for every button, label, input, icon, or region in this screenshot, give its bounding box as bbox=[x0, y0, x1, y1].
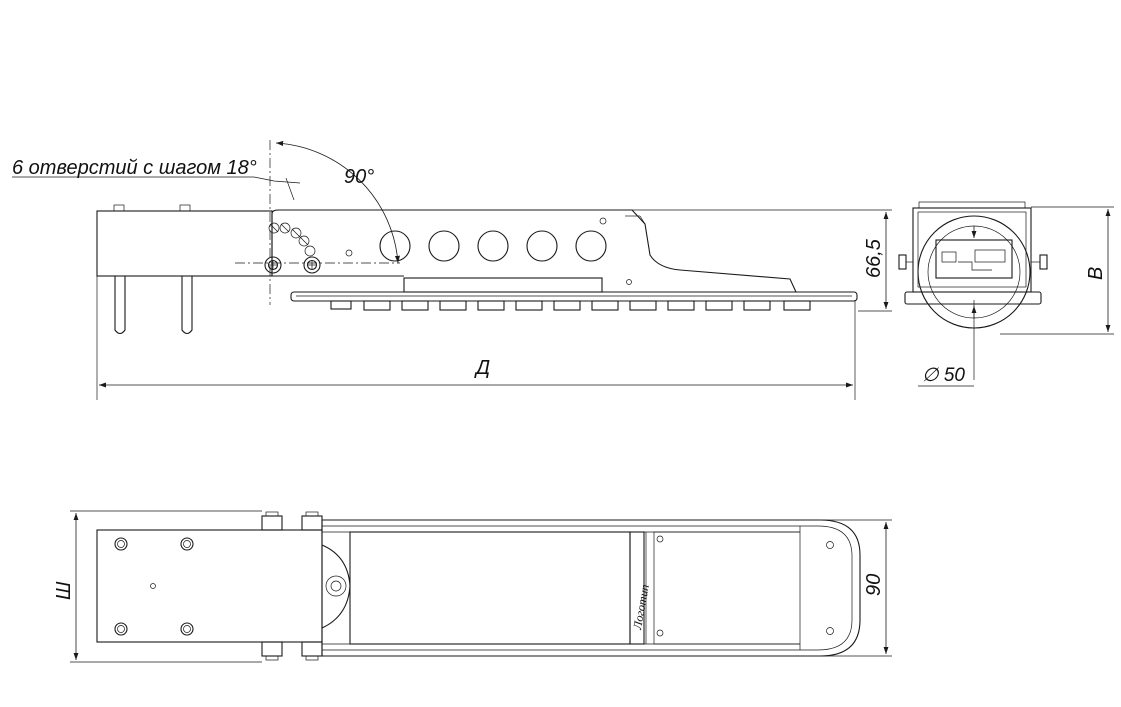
angle-label: 90° bbox=[344, 166, 374, 188]
logo-strip bbox=[629, 531, 645, 645]
end-view: ∅ 50 В bbox=[898, 201, 1114, 387]
length-label: Д bbox=[474, 357, 490, 379]
end-housing bbox=[912, 207, 1032, 293]
bracket-box bbox=[96, 210, 273, 277]
width-top-label: Ш bbox=[53, 581, 75, 600]
logo-label: Логотип bbox=[630, 583, 652, 631]
body-outline bbox=[321, 519, 861, 657]
side-view: 90° 6 отверстий с шагом 18° 66,5 Д bbox=[12, 140, 892, 400]
depth-label: 90 bbox=[863, 574, 885, 596]
pivot-bolts bbox=[264, 256, 321, 274]
holes-note-label: 6 отверстий с шагом 18° bbox=[12, 157, 257, 179]
lens-panel bbox=[349, 531, 631, 645]
mounting-plate bbox=[96, 529, 323, 643]
mounting-holes bbox=[114, 537, 194, 636]
led-lens-row bbox=[330, 300, 811, 311]
u-bolt-legs bbox=[114, 276, 193, 335]
adjustment-holes bbox=[268, 222, 316, 257]
lens-board bbox=[290, 291, 858, 302]
vent-holes bbox=[379, 230, 607, 262]
width-side-label: В bbox=[1085, 267, 1107, 280]
top-view: Логотип Ш 90 bbox=[53, 510, 892, 663]
housing-outline bbox=[271, 209, 797, 293]
diameter-label: ∅ 50 bbox=[922, 365, 965, 386]
hinge-studs bbox=[261, 511, 323, 661]
heatsink-plate bbox=[403, 277, 603, 293]
height-label: 66,5 bbox=[863, 238, 885, 278]
